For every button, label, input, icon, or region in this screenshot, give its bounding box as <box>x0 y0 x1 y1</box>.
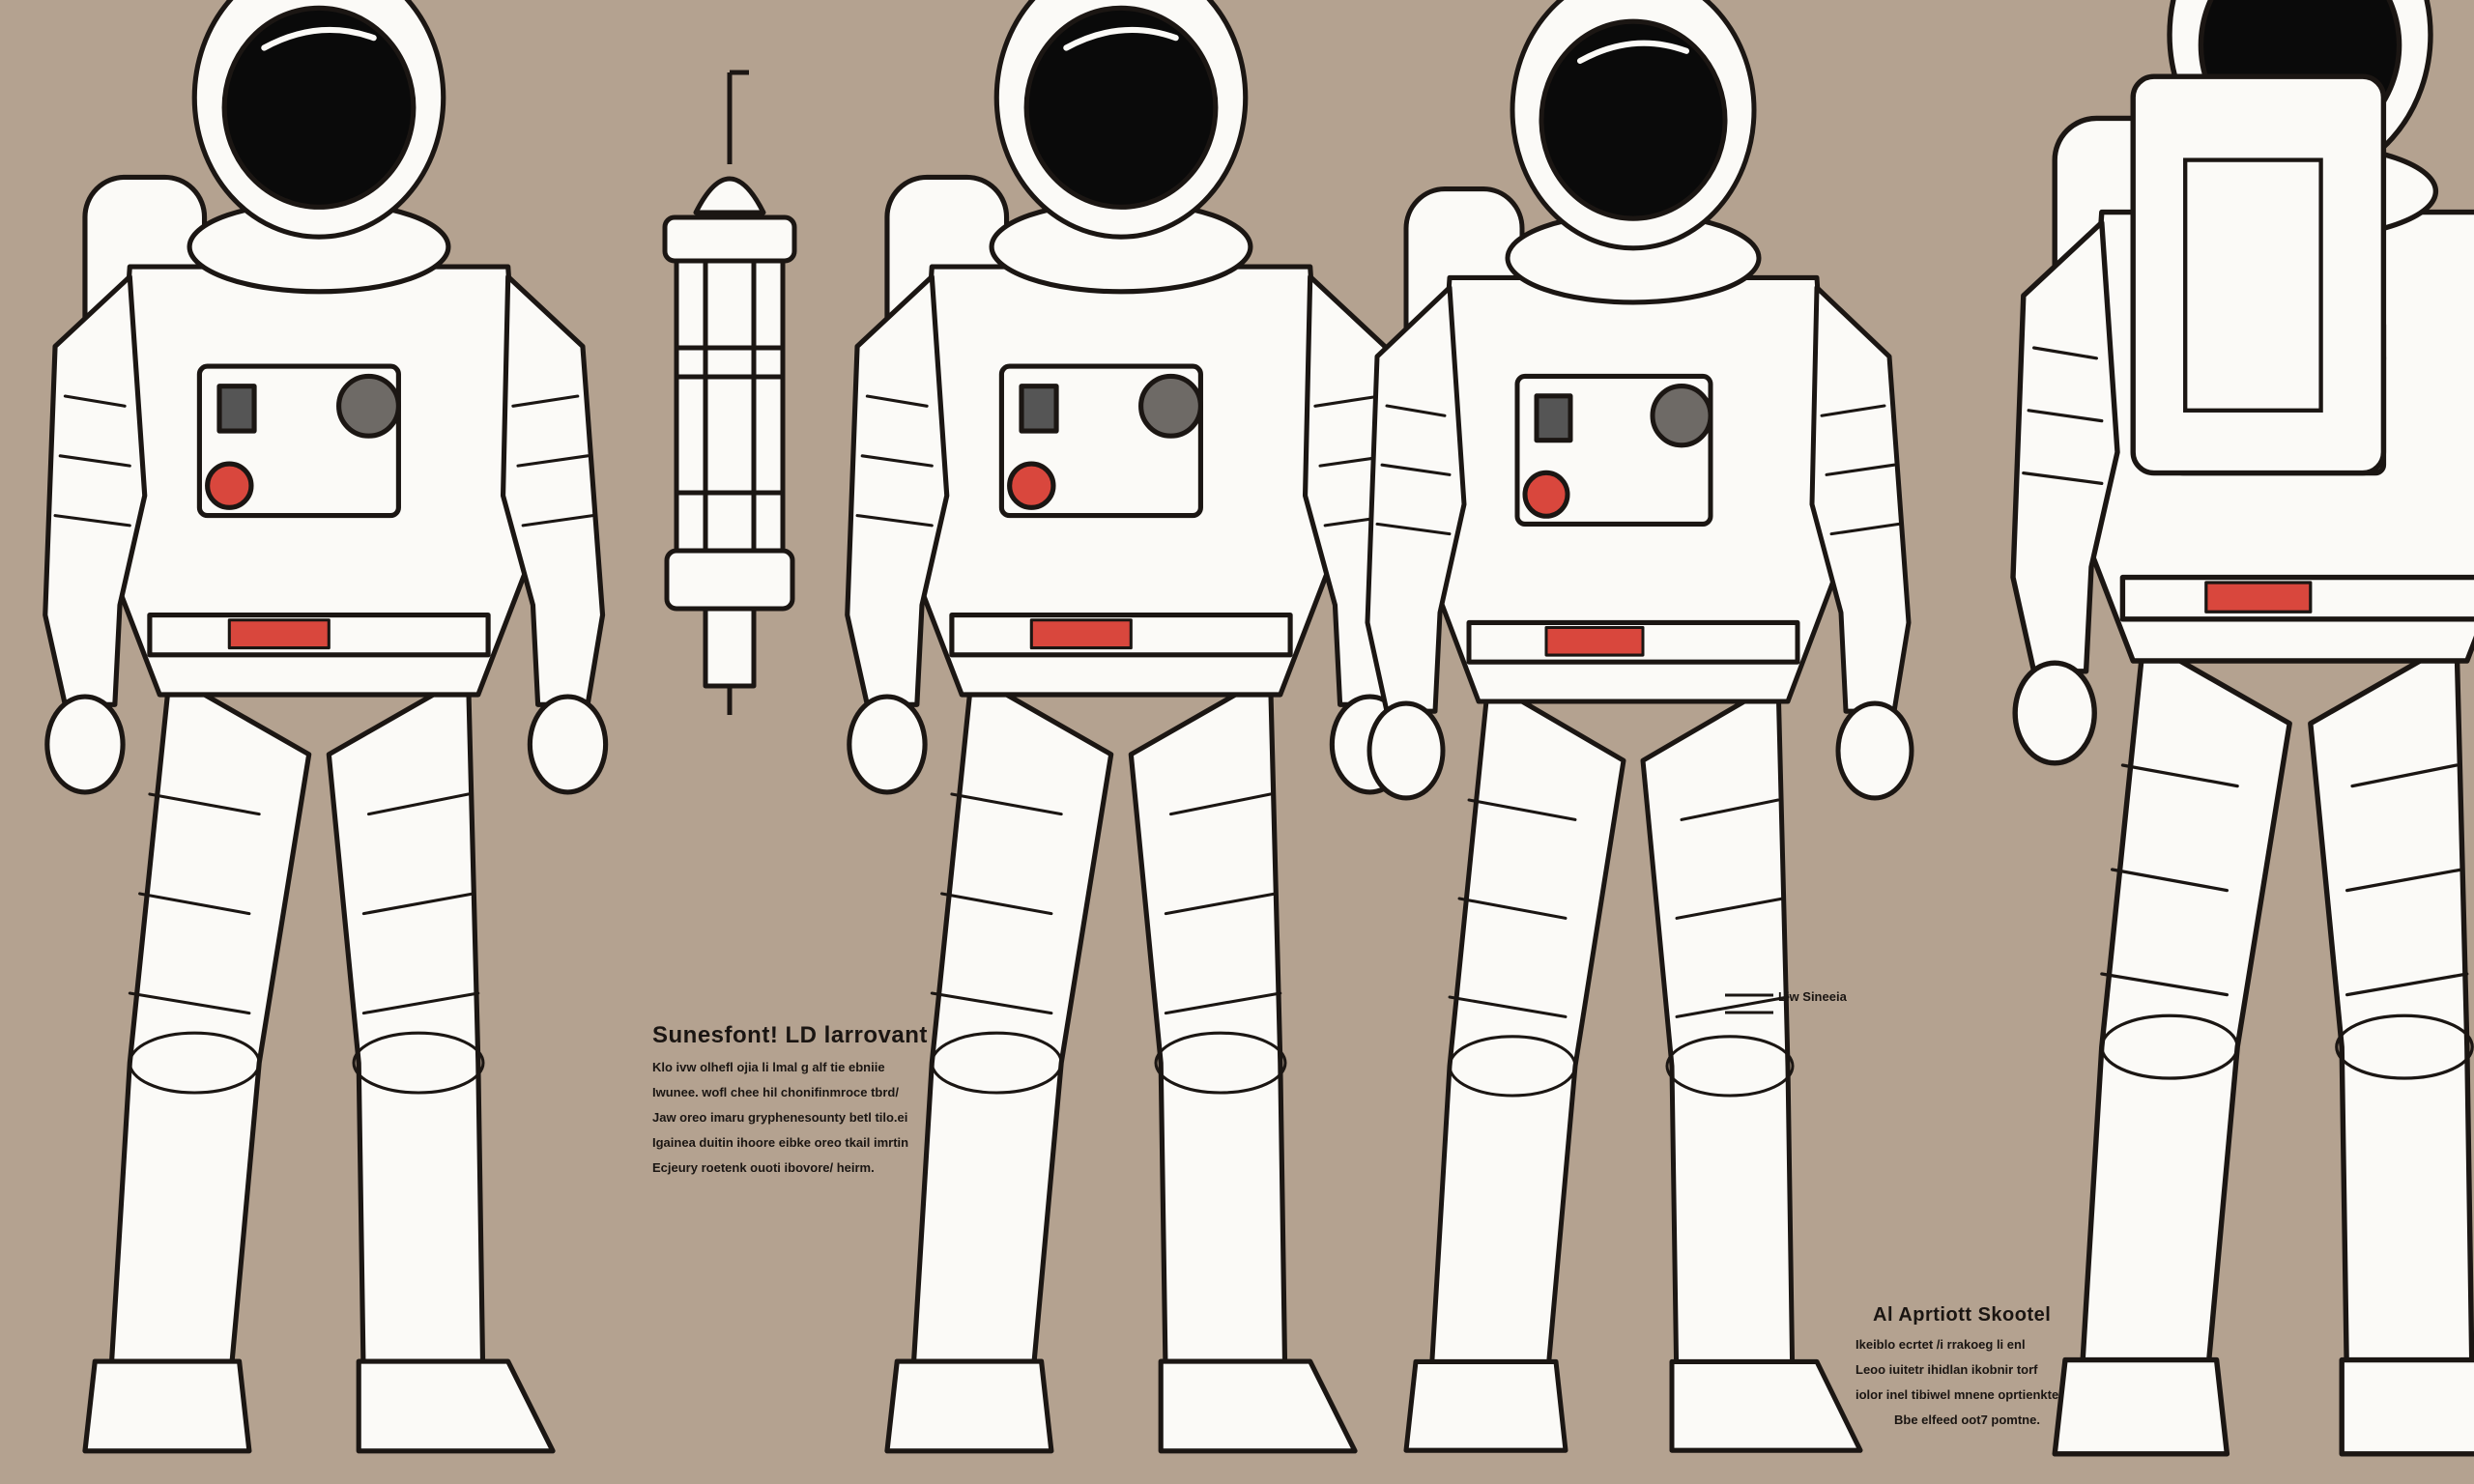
astronaut-back-view <box>2013 0 2474 1454</box>
note-line: Jaw oreo imaru gryphenesounty betl tilo.… <box>652 1110 908 1125</box>
oxygen-canister-device <box>662 70 797 715</box>
note-line: iolor inel tibiwel mnene oprtienkte <box>1856 1387 2059 1402</box>
note-heading: Sunesfont! LD larrovant <box>652 1022 928 1048</box>
note-line: Ecjeury roetenk ouoti ibovore/ heirm. <box>652 1160 875 1175</box>
note-line: Igainea duitin ihoore eibke oreo tkail i… <box>652 1135 909 1150</box>
callout-lines <box>1725 993 1773 1014</box>
right-description-note: Al Aprtiott Skootel Ikeiblo ecrtet /i rr… <box>1856 1304 2058 1437</box>
astronaut-front-view-2 <box>848 0 1408 1451</box>
left-description-note: Sunesfont! LD larrovant Klo ivw olhefl o… <box>652 1022 928 1184</box>
callout-label: Liw Sineeia <box>1778 989 1847 1004</box>
astronaut-front-view-1 <box>45 0 606 1451</box>
note-line: Bbe elfeed oot7 pomtne. <box>1894 1413 2040 1427</box>
note-line: Klo ivw olhefl ojia li lmal g alf tie eb… <box>652 1060 885 1074</box>
note-line: Ikeiblo ecrtet /i rrakoeg li enl <box>1856 1337 2026 1352</box>
note-heading: Al Aprtiott Skootel <box>1873 1304 2052 1326</box>
note-line: Iwunee. wofl chee hil chonifinmroce tbrd… <box>652 1085 899 1099</box>
note-line: Leoo iuitetr ihidlan ikobnir torf <box>1856 1362 2038 1377</box>
astronaut-side-view <box>1367 0 1912 1450</box>
